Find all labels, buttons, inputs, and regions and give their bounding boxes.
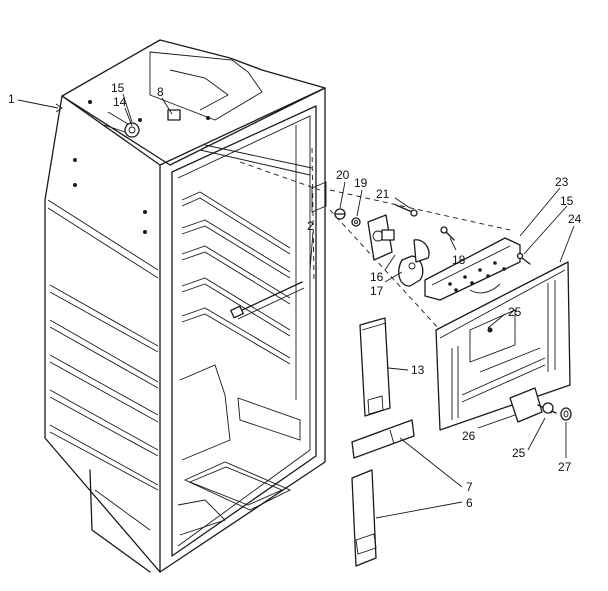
callout-17: 17	[370, 284, 384, 298]
callout-21: 21	[376, 187, 390, 201]
callout-2: 2	[307, 219, 314, 233]
bottom-panel	[351, 469, 377, 567]
callout-27: 27	[558, 460, 572, 474]
callout-19: 19	[354, 176, 368, 190]
gasket-seal	[351, 419, 415, 459]
callout-14: 14	[113, 95, 127, 109]
callout-15-top: 15	[111, 81, 125, 95]
callout-25-lower: 25	[512, 446, 526, 460]
callout-18: 18	[452, 253, 466, 267]
callout-8: 8	[157, 85, 164, 99]
callout-7: 7	[466, 480, 473, 494]
callout-15-right: 15	[560, 194, 574, 208]
callout-16: 16	[370, 270, 384, 284]
duct-cover	[359, 317, 391, 417]
callout-25-upper: 25	[508, 305, 522, 319]
fan-motor-assembly	[334, 204, 455, 287]
callout-20: 20	[336, 168, 350, 182]
callout-24: 24	[568, 212, 582, 226]
control-bracket-assembly	[509, 387, 572, 423]
evaporator-housing	[424, 237, 531, 301]
callout-1: 1	[8, 92, 15, 106]
refrigerator-cabinet	[44, 39, 327, 573]
callout-6: 6	[466, 496, 473, 510]
callout-26: 26	[462, 429, 476, 443]
callout-23: 23	[555, 175, 569, 189]
leader-lines	[17, 93, 575, 519]
rear-panel	[435, 261, 571, 431]
callout-13: 13	[411, 363, 425, 377]
callout-labels: 1 15 14 8 2 20 19 21 23 15 24 18 16 17 2…	[8, 81, 582, 510]
